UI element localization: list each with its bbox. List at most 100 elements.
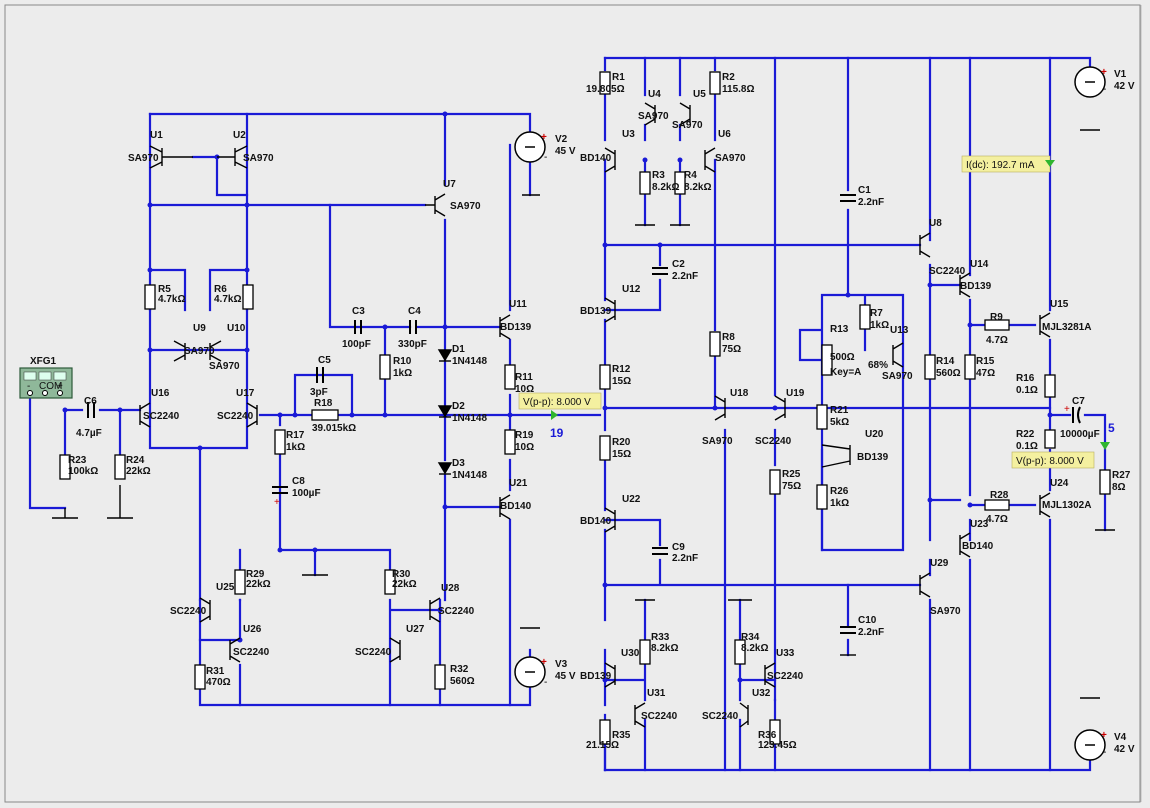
- resistor-R11-name: R11: [515, 372, 533, 383]
- capacitor-C10-value: 2.2nF: [858, 627, 884, 638]
- capacitor-C4-value: 330pF: [398, 339, 427, 350]
- resistor-R36-value: 123.45Ω: [758, 740, 797, 751]
- transistor-U9-name: U9: [193, 323, 206, 334]
- transistor-U27-name: U27: [406, 624, 425, 635]
- resistor-R18-name: R18: [314, 398, 333, 409]
- transistor-U17-model: SC2240: [217, 411, 254, 422]
- resistor-R27-name: R27: [1112, 470, 1131, 481]
- resistor-R10-name: R10: [393, 356, 412, 367]
- resistor-R18-value: 39.015kΩ: [312, 423, 356, 434]
- transistor-U28-model: SC2240: [438, 606, 475, 617]
- probe-1-text: V(p-p): 8.000 V: [523, 397, 591, 408]
- resistor-R19-name: R19: [515, 430, 534, 441]
- resistor-R3-name: R3: [652, 170, 665, 181]
- transistor-U25-model: SC2240: [170, 606, 207, 617]
- ground-symbols: [52, 129, 1115, 699]
- resistor-R7-name: R7: [870, 308, 883, 319]
- resistor-R23-value: 100kΩ: [68, 466, 98, 477]
- transistor-U16-name: U16: [151, 388, 170, 399]
- probe-box-3: [1011, 451, 1095, 469]
- resistor-R19-value: 10Ω: [515, 442, 534, 453]
- resistor-R30-value: 22kΩ: [392, 579, 417, 590]
- resistor-R28-value: 4.7Ω: [986, 514, 1008, 525]
- transistor-U9-model: SA970: [184, 346, 215, 357]
- transistor-U12-model: BD139: [580, 306, 612, 317]
- transistor-U10-model: SA970: [209, 361, 240, 372]
- resistor-R12-name: R12: [612, 364, 631, 375]
- function-generator[interactable]: [19, 367, 73, 399]
- capacitor-C5-value: 3pF: [310, 387, 328, 398]
- resistor-R1-value: 19.805Ω: [586, 84, 625, 95]
- diode-D3-model: 1N4148: [452, 470, 487, 481]
- svg-text:+: +: [274, 497, 280, 508]
- transistor-U28-name: U28: [441, 583, 460, 594]
- transistor-U21-model: BD140: [500, 501, 532, 512]
- resistor-R15-name: R15: [976, 356, 995, 367]
- transistor-U14-name: U14: [970, 259, 989, 270]
- resistor-R7-value: 1kΩ: [870, 320, 889, 331]
- resistor-R32-name: R32: [450, 664, 469, 675]
- transistor-U25-name: U25: [216, 582, 235, 593]
- resistor-bodies: [59, 71, 1111, 745]
- transistor-U7-model: SA970: [450, 201, 481, 212]
- transistor-U1-name: U1: [150, 130, 163, 141]
- transistor-U33-name: U33: [776, 648, 795, 659]
- svg-text:-: -: [544, 152, 547, 163]
- transistor-U29-model: SA970: [930, 606, 961, 617]
- transistor-U32-name: U32: [752, 688, 771, 699]
- resistor-R29-value: 22kΩ: [246, 579, 271, 590]
- transistor-U2-name: U2: [233, 130, 246, 141]
- transistor-U33-model: SC2240: [767, 671, 804, 682]
- capacitor-C2-value: 2.2nF: [672, 271, 698, 282]
- resistor-R36-name: R36: [758, 730, 777, 741]
- transistor-U5-model: SA970: [672, 120, 703, 131]
- transistor-U24-model: MJL1302A: [1042, 500, 1091, 511]
- transistor-U6-name: U6: [718, 129, 731, 140]
- transistor-U2-model: SA970: [243, 153, 274, 164]
- resistor-R12-value: 15Ω: [612, 376, 631, 387]
- transistor-symbols: [139, 102, 1051, 728]
- transistor-U26-model: SC2240: [233, 647, 270, 658]
- transistor-U31-name: U31: [647, 688, 666, 699]
- transistor-U3-model: BD140: [580, 153, 612, 164]
- resistor-R16-name: R16: [1016, 373, 1035, 384]
- resistor-R33-value: 8.2kΩ: [651, 643, 678, 654]
- transistor-U6-model: SA970: [715, 153, 746, 164]
- transistor-U10-name: U10: [227, 323, 246, 334]
- diode-D2-model: 1N4148: [452, 413, 487, 424]
- diode-D3-name: D3: [452, 458, 465, 469]
- probe-box-1: [518, 392, 602, 410]
- transistor-U8-name: U8: [929, 218, 942, 229]
- transistor-U19-model: SC2240: [755, 436, 792, 447]
- capacitor-C1-value: 2.2nF: [858, 197, 884, 208]
- resistor-R5-name: R5: [158, 284, 171, 295]
- diode-D1-name: D1: [452, 344, 465, 355]
- resistor-R34-name: R34: [741, 632, 760, 643]
- transistor-U16-model: SC2240: [143, 411, 180, 422]
- diode-D1-model: 1N4148: [452, 356, 487, 367]
- svg-text:-: -: [544, 677, 547, 688]
- resistor-R31-name: R31: [206, 666, 225, 677]
- source-V4-name: V4: [1114, 732, 1127, 743]
- transistor-U1-model: SA970: [128, 153, 159, 164]
- net-label-19: 19: [550, 426, 564, 440]
- resistor-R8-name: R8: [722, 332, 735, 343]
- resistor-R15-value: 47Ω: [976, 368, 995, 379]
- resistor-R3-value: 8.2kΩ: [652, 182, 679, 193]
- transistor-U4-model: SA970: [638, 111, 669, 122]
- source-V1-value: 42 V: [1114, 81, 1135, 92]
- transistor-U20-model: BD139: [857, 452, 889, 463]
- capacitor-C3-value: 100pF: [342, 339, 371, 350]
- capacitor-C9-name: C9: [672, 542, 685, 553]
- resistor-R11-value: 10Ω: [515, 384, 534, 395]
- transistor-U14-model: BD139: [960, 281, 992, 292]
- transistor-U15-model: MJL3281A: [1042, 322, 1091, 333]
- transistor-U13-name: U13: [890, 325, 909, 336]
- transistor-U24-name: U24: [1050, 478, 1069, 489]
- resistor-R17-name: R17: [286, 430, 305, 441]
- resistor-R35-value: 21.15Ω: [586, 740, 619, 751]
- resistor-R5-value: 4.7kΩ: [158, 294, 185, 305]
- transistor-U26-name: U26: [243, 624, 262, 635]
- transistor-U5-name: U5: [693, 89, 706, 100]
- transistor-U30-model: BD139: [580, 671, 612, 682]
